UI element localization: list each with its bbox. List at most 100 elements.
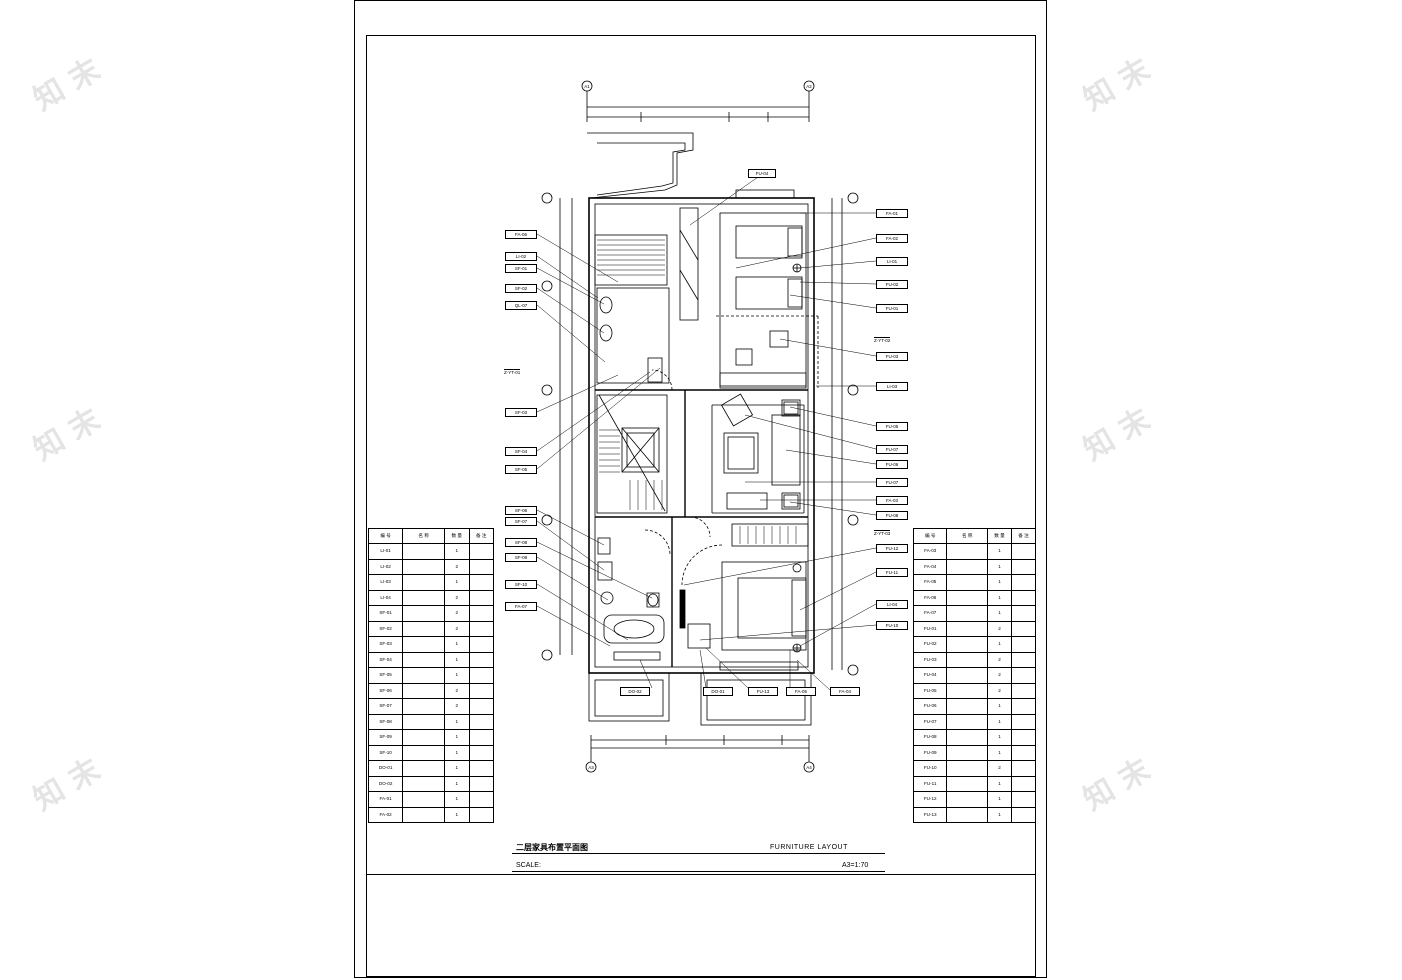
cell-qty: 1 (987, 574, 1012, 591)
cell-code: FU-12 (912, 791, 948, 808)
cell-code: FA-07 (912, 605, 948, 622)
header-code: 编 号 (912, 528, 948, 544)
cell-name (402, 806, 446, 823)
cell-name (946, 636, 989, 653)
cell-qty: 1 (444, 775, 470, 792)
cell-qty: 1 (987, 775, 1012, 792)
cell-name (946, 760, 989, 777)
cell-remark (1010, 558, 1037, 575)
drawing-title-zh: 二层家具布置平面图 (516, 843, 588, 852)
cell-qty: 1 (987, 636, 1012, 653)
furniture-tag: FU-10 (876, 621, 908, 630)
cell-remark (468, 775, 494, 792)
furniture-tag: FA-07 (505, 602, 537, 611)
cell-remark (468, 806, 494, 823)
cell-remark (468, 744, 494, 761)
cell-qty: 1 (444, 636, 470, 653)
cell-code: DO-02 (367, 775, 404, 792)
furniture-tag: SF-10 (505, 580, 537, 589)
cell-code: FU-05 (912, 682, 948, 699)
cell-qty: 1 (987, 543, 1012, 560)
furniture-tag: QL-07 (505, 301, 537, 310)
cell-qty: 1 (987, 558, 1012, 575)
furniture-tag: FA-01 (876, 209, 908, 218)
cell-remark (468, 543, 494, 560)
cell-qty: 1 (987, 791, 1012, 808)
cell-remark (1010, 698, 1037, 715)
cell-remark (1010, 760, 1037, 777)
cell-remark (1010, 589, 1037, 606)
header-name: 名 称 (946, 528, 989, 544)
table-row: DO-02 1 (367, 775, 494, 792)
cell-code: FU-03 (912, 651, 948, 668)
furniture-tag: FU-05 (876, 422, 908, 431)
cell-code: DO-01 (367, 760, 404, 777)
scale-underline (512, 871, 885, 872)
frame-divider (367, 874, 1035, 875)
cell-name (402, 682, 446, 699)
furniture-tag: SF-01 (505, 264, 537, 273)
cell-qty: 1 (444, 729, 470, 746)
cell-remark (1010, 682, 1037, 699)
cell-name (946, 791, 989, 808)
cell-qty: 2 (444, 620, 470, 637)
cell-code: FA-01 (367, 791, 404, 808)
cell-code: FU-06 (912, 698, 948, 715)
table-row: FA-02 1 (367, 806, 494, 823)
cell-remark (468, 729, 494, 746)
table-row: FU-12 1 (912, 791, 1037, 808)
furniture-tag: FU-07 (876, 445, 908, 454)
cell-qty: 1 (987, 806, 1012, 823)
furniture-tag: FU-11 (876, 568, 908, 577)
cell-code: SF-07 (367, 698, 404, 715)
cell-remark (1010, 574, 1037, 591)
furniture-tag: SF-02 (505, 284, 537, 293)
furniture-tag: FA-03 (876, 496, 908, 505)
grid-label: A1 (584, 84, 590, 89)
cell-remark (468, 636, 494, 653)
cell-code: FU-11 (912, 775, 948, 792)
cell-remark (468, 605, 494, 622)
cell-qty: 1 (444, 806, 470, 823)
furniture-tag: DO-02 (620, 687, 650, 696)
cell-name (946, 806, 989, 823)
cell-name (946, 698, 989, 715)
cell-remark (1010, 775, 1037, 792)
cell-name (402, 791, 446, 808)
cell-name (402, 698, 446, 715)
cell-remark (468, 713, 494, 730)
cell-name (946, 729, 989, 746)
furniture-tag: FU-01 (876, 304, 908, 313)
cell-qty: 2 (987, 667, 1012, 684)
title-underline (512, 853, 885, 854)
cell-qty: 1 (444, 713, 470, 730)
cell-code: FA-02 (367, 806, 404, 823)
cell-remark (1010, 636, 1037, 653)
furniture-tag: LI-02 (505, 252, 537, 261)
furniture-tag: FU-08 (876, 511, 908, 520)
cell-remark (1010, 651, 1037, 668)
header-remark: 备 注 (1010, 528, 1037, 544)
cell-code: LI-02 (367, 558, 404, 575)
cell-code: FU-07 (912, 713, 948, 730)
cell-qty: 1 (987, 744, 1012, 761)
